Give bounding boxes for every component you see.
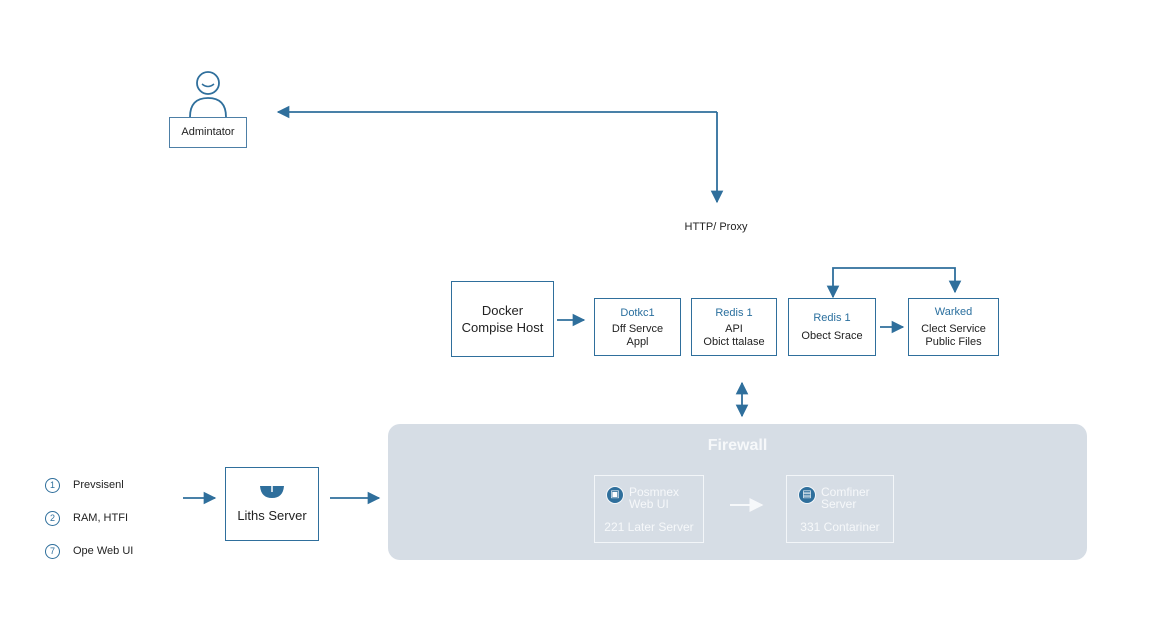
web-ui-head-line-2: Web UI bbox=[629, 497, 669, 511]
step-item: 2 RAM, HTFI bbox=[45, 509, 128, 527]
container-server-card-head: Comfiner Server bbox=[821, 486, 870, 510]
container-server-card-sub: 331 Contariner bbox=[800, 520, 880, 534]
card-arrow bbox=[730, 498, 764, 512]
person-icon bbox=[189, 71, 227, 118]
redis-api-box: Redis 1 API Obict ttalase bbox=[691, 298, 777, 356]
redis-object-line-1: Obect Srace bbox=[801, 330, 863, 342]
web-ui-card: ▣ Posmnex Web UI 221 Later Server bbox=[594, 475, 704, 543]
dotkc-line-2: Appl bbox=[626, 335, 649, 348]
container-server-card: ▤ Comfiner Server 331 Contariner bbox=[786, 475, 894, 543]
step-item: 1 Prevsisenl bbox=[45, 476, 124, 494]
loop-connector bbox=[826, 267, 962, 299]
step-number: 2 bbox=[45, 510, 60, 526]
web-ui-card-head: Posmnex Web UI bbox=[629, 486, 679, 510]
container-icon: ▣ bbox=[606, 486, 624, 504]
firewall-zone: Firewall ▣ Posmnex Web UI 221 Later Serv… bbox=[388, 424, 1087, 560]
redis-api-title: Redis 1 bbox=[715, 306, 753, 319]
step-text: RAM, HTFI bbox=[73, 512, 128, 524]
redis-object-store-box: Redis 1 Obect Srace bbox=[788, 298, 876, 356]
step-item: 7 Ope Web UI bbox=[45, 542, 133, 560]
warked-line-2: Public Files bbox=[925, 336, 982, 348]
administrator-label: Admintator bbox=[169, 117, 247, 148]
dotkc-line-1: Dff Servce bbox=[611, 322, 664, 335]
warked-title: Warked bbox=[934, 306, 973, 318]
server-stack-icon: ▤ bbox=[798, 486, 816, 504]
warked-line-1: Clect Service bbox=[921, 323, 986, 335]
redis-api-line-2: Obict ttalase bbox=[703, 335, 765, 348]
web-ui-head-line-1: Posmnex bbox=[629, 485, 680, 499]
server-label: Liths Server bbox=[237, 507, 307, 523]
redis-api-line-1: API bbox=[725, 322, 743, 335]
step-number: 7 bbox=[45, 543, 60, 559]
container-head-line-1: Comfiner bbox=[821, 485, 870, 499]
docker-line-1: Docker bbox=[481, 303, 524, 318]
step-number: 1 bbox=[45, 477, 60, 493]
web-ui-card-sub: 221 Later Server bbox=[604, 520, 694, 534]
redis-object-title: Redis 1 bbox=[813, 312, 851, 324]
container-head-line-2: Server bbox=[821, 497, 857, 511]
step-text: Prevsisenl bbox=[73, 479, 124, 491]
docker-line-2: Compise Host bbox=[461, 320, 544, 335]
server-icon bbox=[260, 485, 284, 498]
warked-service-box: Warked Clect Service Public Files bbox=[908, 298, 999, 356]
http-proxy-label: HTTP/ Proxy bbox=[684, 221, 748, 233]
dotkc-title: Dotkc1 bbox=[620, 306, 655, 319]
step-text: Ope Web UI bbox=[73, 545, 134, 557]
server-box: Liths Server bbox=[225, 467, 319, 541]
firewall-title: Firewall bbox=[707, 437, 768, 454]
docker-compose-host-box: Docker Compise Host bbox=[451, 281, 554, 357]
dotkc-service-box: Dotkc1 Dff Servce Appl bbox=[594, 298, 681, 356]
